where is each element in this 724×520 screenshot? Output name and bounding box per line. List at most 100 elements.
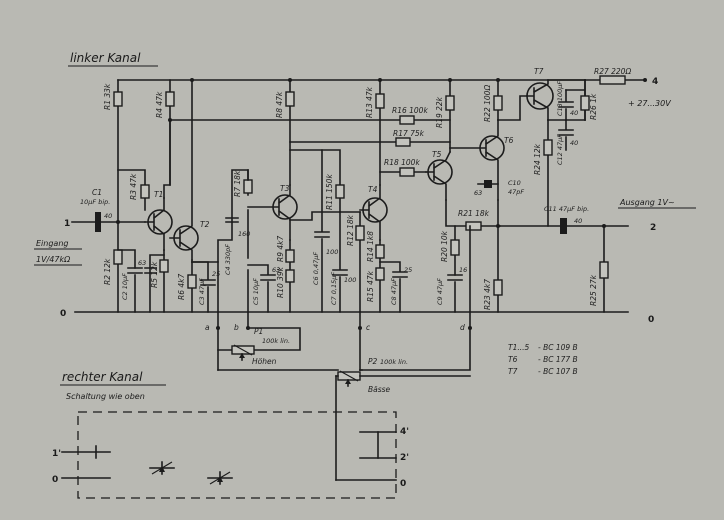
terminal-right-ground-out: 0 [400, 479, 406, 489]
r21-label: R21 18k [458, 209, 490, 218]
terminal-output: 2 [650, 223, 656, 233]
r20-label: R20 10k [440, 230, 449, 262]
terminal-right-input: 1' [52, 449, 61, 459]
terminal-ground-right: 0 [648, 315, 654, 325]
p1-name: P1 [254, 327, 263, 336]
parts-list-type-2: - BC 107 B [538, 367, 578, 376]
r8-label: R8 47k [275, 91, 284, 118]
r25-label: R25 27k [589, 274, 598, 306]
t1-label: T1 [154, 190, 163, 199]
c8-label: C8 47µF [390, 278, 398, 305]
c1-value: 10µF bip. [80, 198, 110, 206]
c4-label: C4 330pF [224, 244, 232, 275]
r13-label: R13 47k [365, 86, 374, 118]
terminal-right-output: 2' [400, 453, 409, 463]
r17-resistor [395, 137, 411, 147]
r18-resistor [399, 167, 415, 177]
supply-voltage-label: + 27...30V [628, 99, 671, 108]
r21-resistor [465, 221, 482, 231]
input-spec: 1V/47kΩ [36, 255, 71, 264]
r18-label: R18 100k [384, 158, 420, 167]
r7-resistor [243, 179, 253, 194]
t2-transistor [169, 79, 199, 261]
r4-label: R4 47k [155, 91, 164, 118]
c10-voltage: 63 [474, 189, 482, 197]
c9-label: C9 47µF [436, 278, 444, 305]
r20-resistor [450, 239, 460, 256]
terminal-input: 1 [64, 219, 70, 229]
terminal-right-supply: 4' [400, 427, 409, 437]
r10-resistor [285, 269, 295, 283]
p2-value: 100k lin. [380, 358, 408, 366]
t3-transistor [247, 184, 298, 241]
r3-resistor [140, 184, 150, 199]
title-right-channel: rechter Kanal [62, 370, 143, 384]
r14-label: R14 1k8 [366, 231, 375, 262]
c13-voltage: 40 [570, 109, 578, 117]
c13-label: C13 100µF [556, 81, 564, 116]
p1-potentiometer [217, 327, 301, 361]
r16-label: R16 100k [392, 106, 428, 115]
c7-voltage: 100 [344, 276, 356, 284]
parts-list-name-2: T7 [508, 367, 518, 376]
t2-label: T2 [200, 220, 210, 229]
r2-label: R2 12k [103, 258, 112, 285]
output-label: Ausgang 1V~ [619, 198, 675, 207]
r1-label: R1 33k [103, 83, 112, 110]
c11-voltage: 40 [574, 217, 582, 225]
parts-list-type-0: - BC 109 B [538, 343, 578, 352]
t7-transistor [526, 79, 554, 121]
c2-voltage: 63 [138, 259, 146, 267]
r15-resistor [375, 267, 385, 281]
r5-resistor [159, 259, 169, 273]
c1-label: C1 [92, 188, 102, 197]
r13-resistor [375, 93, 385, 109]
c5-voltage: 63 [272, 266, 280, 274]
t5-label: T5 [432, 150, 442, 159]
r2-resistor [113, 249, 123, 265]
r14-resistor [375, 244, 385, 259]
c6-voltage: 100 [326, 248, 338, 256]
r7-label: R7 18k [233, 170, 242, 197]
c2-label: C2 10µF [121, 273, 129, 300]
r22-label: R22 100Ω [483, 85, 492, 122]
node-b-label: b [234, 323, 239, 332]
p1-function: Höhen [252, 357, 277, 366]
r11-resistor [335, 184, 345, 199]
r25-resistor [599, 261, 609, 279]
r26-label: R26 1k [589, 93, 598, 120]
r16-resistor [399, 115, 415, 125]
r5-label: R5 12k [150, 261, 159, 288]
r10-label: R10 39k [276, 266, 285, 298]
r3-label: R3 47k [129, 173, 138, 200]
node-d-label: d [460, 323, 465, 332]
c6-label: C6 0,47µF [312, 252, 320, 285]
node-a-label: a [205, 323, 210, 332]
terminal-supply: 4 [652, 77, 658, 87]
parts-list-name-0: T1...5 [508, 343, 530, 352]
r6-label: R6 4k7 [177, 274, 186, 300]
c4-voltage: 160 [238, 230, 250, 238]
r6-resistor [187, 274, 197, 289]
c8-voltage: 25 [404, 266, 412, 274]
t7-label: T7 [534, 67, 544, 76]
t4-transistor [359, 184, 388, 241]
p2-function: Bässe [368, 385, 391, 394]
t1-transistor [144, 197, 173, 251]
r11-label: R11 150k [325, 174, 334, 210]
c7-label: C7 0,15µF [330, 272, 338, 305]
c3-label: C3 47µF [198, 278, 206, 305]
r24-resistor [543, 139, 553, 156]
p2-potentiometer [217, 369, 471, 481]
t6-transistor [449, 119, 505, 201]
r23-resistor [493, 279, 503, 296]
c10-label: C10 [508, 179, 521, 187]
r17-label: R17 75k [393, 129, 425, 138]
c9-voltage: 16 [459, 266, 467, 274]
r12-label: R12 18k [346, 214, 355, 246]
p2-name: P2 [368, 357, 378, 366]
r23-label: R23 4k7 [483, 279, 492, 310]
node-c-label: c [366, 323, 371, 332]
t6-label: T6 [504, 136, 514, 145]
